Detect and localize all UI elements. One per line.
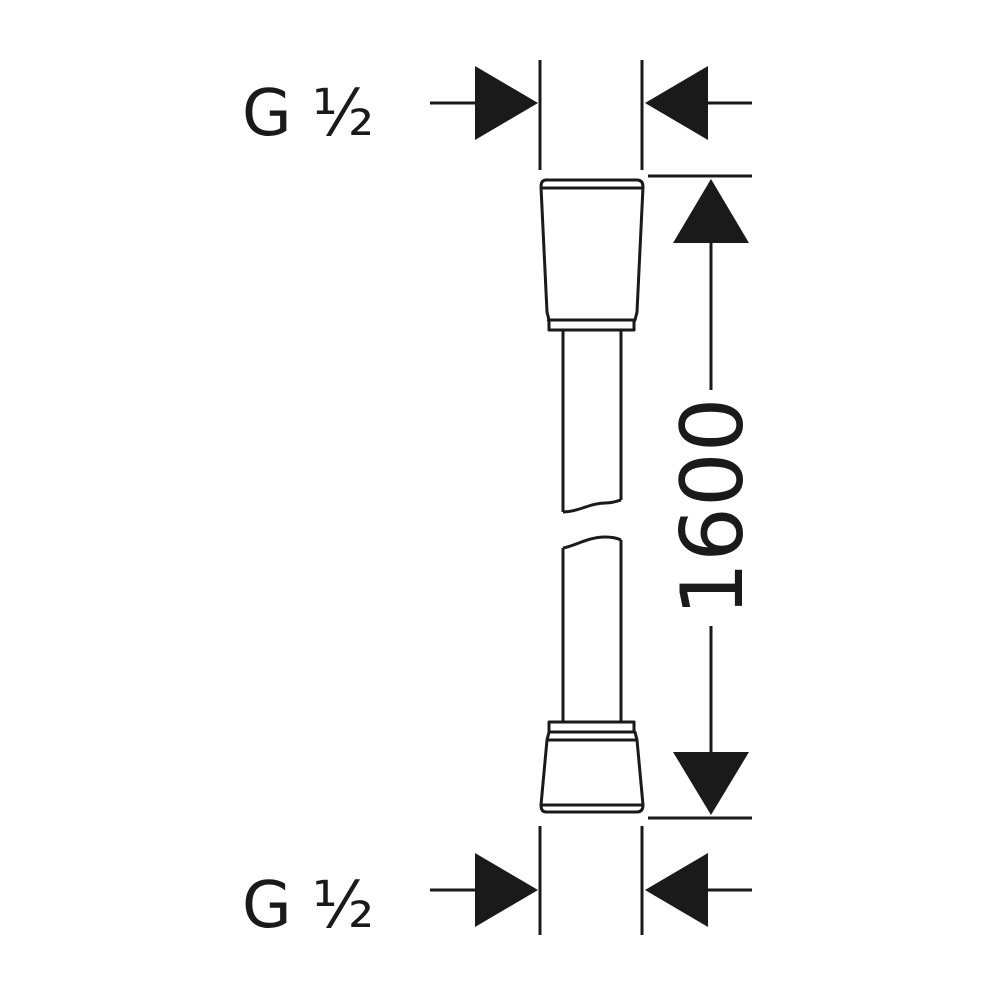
- top-thread-label: G ½: [242, 77, 374, 151]
- bottom-thread-label: G ½: [242, 869, 374, 943]
- top-arrow-left: [645, 66, 708, 140]
- bottom-width-dimension: [430, 826, 752, 935]
- top-arrow-right: [475, 66, 538, 140]
- bottom-arrow-right: [475, 853, 538, 927]
- length-arrow-up: [673, 179, 749, 243]
- length-dimension-label: 1600: [663, 398, 763, 617]
- top-width-dimension: [430, 60, 752, 170]
- hose-upper-tube: [561, 330, 623, 514]
- hose-lower-tube: [561, 535, 623, 722]
- length-dimension: 1600: [648, 174, 763, 820]
- bottom-arrow-left: [645, 853, 708, 927]
- hose-bottom-nut: [539, 720, 645, 814]
- hose-top-nut: [539, 178, 645, 332]
- length-arrow-down: [673, 752, 749, 815]
